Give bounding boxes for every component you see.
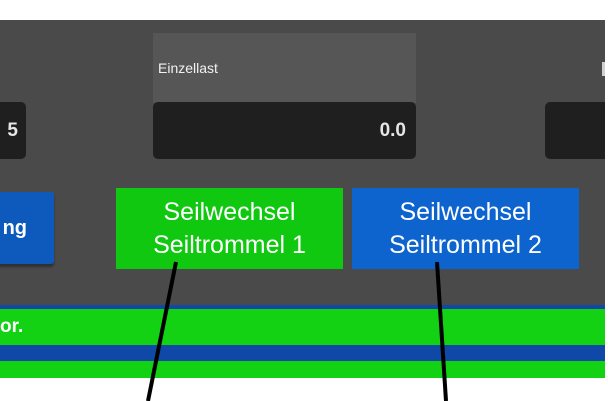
label-box [153, 33, 416, 103]
einzellast-value-field: 0.0 [153, 102, 416, 159]
callout-line-1 [146, 261, 178, 401]
cut-off-label [602, 62, 605, 76]
blue-button-line1: Seilwechsel [399, 197, 532, 226]
value-field-right [545, 102, 605, 159]
control-panel: Einzellast 5 0.0 ng Seilwechsel Seiltrom… [0, 20, 605, 378]
status-stripe-top [0, 305, 605, 309]
status-row [0, 309, 605, 345]
status-row-lower [0, 361, 605, 378]
einzellast-value: 0.0 [379, 119, 406, 141]
status-row-text: or. [0, 316, 24, 337]
seilwechsel-seiltrommel-1-button[interactable]: Seilwechsel Seiltrommel 1 [116, 188, 343, 269]
einzellast-label: Einzellast [158, 60, 218, 76]
callout-line-2 [435, 261, 448, 401]
status-stripe-bottom [0, 345, 605, 361]
seilwechsel-seiltrommel-2-button[interactable]: Seilwechsel Seiltrommel 2 [352, 188, 579, 269]
left-cut-off-button[interactable]: ng [0, 192, 54, 264]
value-field-left: 5 [0, 102, 26, 159]
left-button-label: ng [2, 216, 27, 239]
value-field-left-text: 5 [7, 119, 18, 141]
green-button-line1: Seilwechsel [163, 197, 296, 226]
blue-button-line2: Seiltrommel 2 [389, 230, 542, 259]
green-button-line2: Seiltrommel 1 [153, 230, 306, 259]
